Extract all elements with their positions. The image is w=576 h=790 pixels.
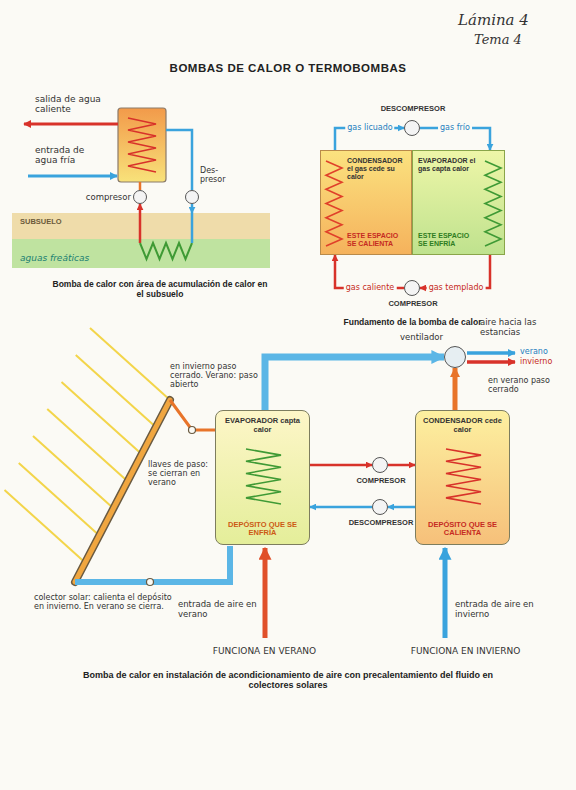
title: BOMBAS DE CALOR O TERMOBOMBAS	[0, 62, 576, 75]
pipe	[139, 182, 142, 190]
pipe	[170, 400, 215, 430]
box-note: aguas freáticas	[20, 253, 262, 263]
label: en verano paso cerrado	[488, 376, 570, 394]
pipe-connector	[139, 204, 142, 213]
component-circle: COMPRESOR	[404, 280, 420, 296]
box-heading: EVAPORADOR el gas capta calor	[418, 157, 478, 173]
component-circle: compresor	[133, 190, 147, 204]
valve	[147, 579, 154, 586]
air-outlet-arrow	[467, 360, 515, 364]
cold-water-inlet	[28, 175, 117, 178]
box-note: ESTE ESPACIO SE CALIENTA	[347, 232, 407, 248]
solar-collector	[75, 400, 170, 582]
ground-coil	[140, 243, 192, 259]
component-label: DESCOMPRESOR	[353, 105, 473, 114]
box-note: ESTE ESPACIO SE ENFRÍA	[418, 232, 478, 248]
component-circle: Des- presor	[185, 190, 199, 204]
pipe-label: gas licuado	[345, 124, 394, 133]
pipe-connector	[388, 506, 415, 509]
component-circle: ventilador	[444, 346, 466, 368]
label: FUNCIONA EN VERANO	[192, 646, 337, 656]
box-heading: SUBSUELO	[20, 218, 262, 227]
tank-box: CONDENSADOR el gas cede su calorESTE ESP…	[320, 150, 412, 255]
air-inlet-arrow	[443, 548, 448, 638]
pipe-connector	[191, 204, 194, 213]
label: verano	[520, 347, 570, 356]
ground-band: SUBSUELO aguas freáticas	[12, 213, 270, 268]
air-outlet-arrow	[467, 351, 515, 355]
tank-box: EVAPORADOR el gas capta calorESTE ESPACI…	[412, 150, 505, 255]
pipe-connector	[453, 368, 458, 410]
label: invierno	[520, 357, 570, 366]
air-inlet-arrow	[263, 548, 268, 638]
label: Lámina 4	[458, 12, 568, 29]
label: colector solar: calienta el depósito en …	[34, 593, 174, 611]
tank-box: EVAPORADOR capta calorDEPÓSITO QUE SE EN…	[215, 410, 310, 545]
label: entrada de aire en verano	[178, 600, 260, 620]
label: aire hacia las estancias	[480, 318, 564, 338]
box-note: DEPÓSITO QUE SE ENFRÍA	[221, 521, 304, 538]
component-circle: COMPRESOR	[372, 457, 388, 473]
box-heading: CONDENSADOR cede calor	[421, 417, 504, 434]
label: Fundamento de la bomba de calor	[340, 318, 485, 328]
heat-exchange-coil	[485, 161, 501, 246]
pipe-label: gas frío	[438, 124, 472, 133]
label: en invierno paso cerrado. Verano: paso a…	[170, 362, 260, 390]
pipe	[139, 213, 142, 243]
component-label: compresor	[79, 193, 131, 203]
component-label: DESCOMPRESOR	[331, 519, 431, 528]
heat-exchange-coil	[246, 449, 281, 504]
water-tank	[118, 108, 166, 182]
solar-collector	[75, 400, 170, 582]
pipe	[166, 130, 192, 190]
pipe-label: gas templado	[427, 284, 486, 293]
heat-exchange-coil	[446, 449, 481, 504]
label: entrada de agua fría	[35, 145, 101, 166]
component-label: COMPRESOR	[336, 477, 426, 486]
label: entrada de aire en invierno	[455, 600, 545, 620]
pipe-connector	[388, 464, 415, 467]
component-circle: DESCOMPRESOR	[404, 120, 420, 136]
box-heading: CONDENSADOR el gas cede su calor	[347, 157, 407, 181]
tank-box: CONDENSADOR cede calorDEPÓSITO QUE SE CA…	[415, 410, 510, 545]
pipe	[75, 546, 230, 582]
component-label: COMPRESOR	[353, 300, 473, 309]
heating-coil	[128, 118, 156, 172]
pipe-label: gas caliente	[344, 284, 397, 293]
component-label: ventilador	[387, 333, 443, 343]
box-note: DEPÓSITO QUE SE CALIENTA	[421, 521, 504, 538]
component-label: Des- presor	[200, 166, 232, 184]
heat-exchange-coil	[326, 161, 342, 246]
label: Bomba de calor en instalación de acondic…	[70, 670, 506, 691]
label: llaves de paso: se cierran en verano	[148, 460, 212, 488]
hot-water-outlet	[24, 123, 118, 126]
label: Tema 4	[474, 33, 564, 48]
pipe-connector	[265, 357, 444, 410]
pipe	[191, 213, 194, 243]
box-heading: EVAPORADOR capta calor	[221, 417, 304, 434]
label: salida de agua caliente	[35, 94, 101, 115]
pipe-connector	[310, 506, 372, 509]
pipe-connector	[310, 464, 372, 467]
label: Bomba de calor con área de acumulación d…	[50, 280, 270, 300]
component-circle: DESCOMPRESOR	[372, 499, 388, 515]
valve	[189, 427, 196, 434]
label: FUNCIONA EN INVIERNO	[393, 646, 538, 656]
